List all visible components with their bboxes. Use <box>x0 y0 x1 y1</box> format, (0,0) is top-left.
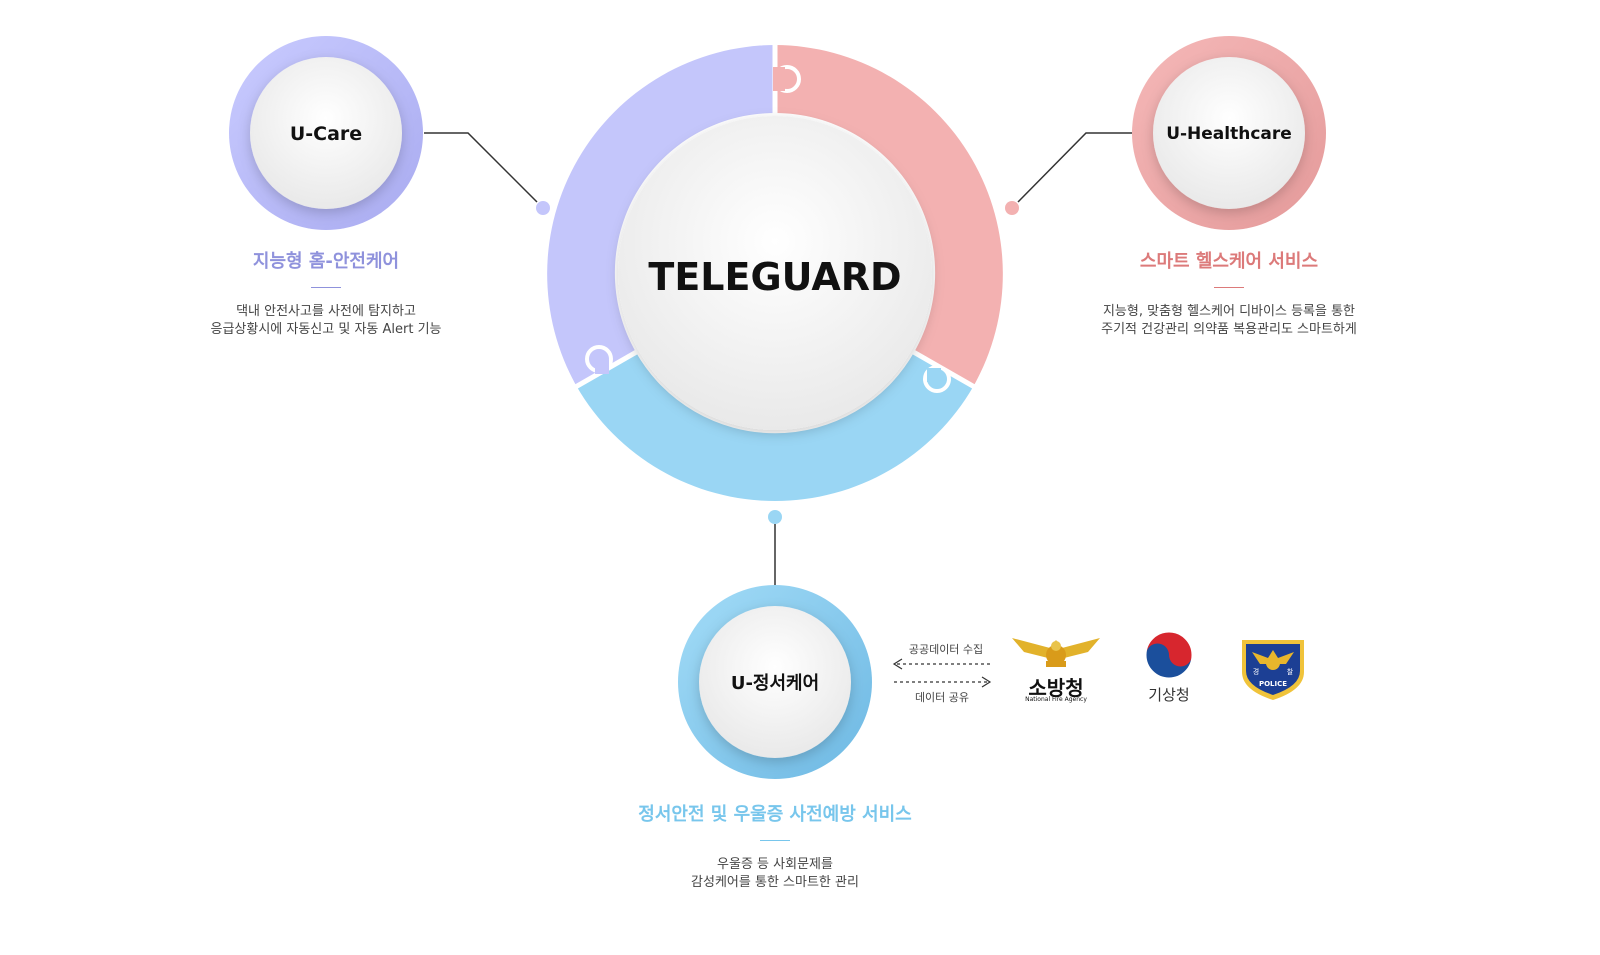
police-char-right: 찰 <box>1287 667 1294 676</box>
uhealth-desc-line-1: 지능형, 맞춤형 헬스케어 디바이스 등록을 통한 <box>1102 304 1356 319</box>
uhealth-desc: 지능형, 맞춤형 헬스케어 디바이스 등록을 통한 주기적 건강관리 의약품 복… <box>1019 303 1439 339</box>
uemotion-desc-line-1: 우울증 등 사회문제를 <box>717 857 833 872</box>
uemotion-desc: 우울증 등 사회문제를 감성케어를 통한 스마트한 관리 <box>565 856 985 892</box>
puzzle-ring <box>547 40 1003 501</box>
uhealth-desc-line-2: 주기적 건강관리 의약품 복용관리도 스마트하게 <box>1101 322 1357 337</box>
police-char-left: 경 <box>1253 667 1259 676</box>
uemotion-divider <box>760 840 790 841</box>
node-uemotion: U-정서케어 <box>678 585 872 779</box>
fire-agency-emblem-icon <box>1012 638 1100 667</box>
node-ucare: U-Care <box>229 36 423 230</box>
ucare-desc-line-1: 댁내 안전사고를 사전에 탐지하고 <box>236 304 416 319</box>
uhealth-divider <box>1214 287 1244 288</box>
fire-agency-name: 소방청 <box>1028 676 1084 700</box>
uemotion-desc-line-2: 감성케어를 통한 스마트한 관리 <box>691 875 859 890</box>
ring-segment-purple <box>547 45 775 387</box>
connectors <box>424 132 1132 585</box>
connector-dot-uemotion <box>768 510 782 524</box>
ucare-desc-line-2: 응급상황시에 자동신고 및 자동 Alert 기능 <box>210 322 442 337</box>
police-emblem-icon: 경 찰 POLICE <box>1242 640 1304 700</box>
center-circle <box>618 116 932 430</box>
uhealth-title: 스마트 헬스케어 서비스 <box>1139 251 1319 272</box>
ring-segment-pink <box>775 45 1003 387</box>
center-title: TELEGUARD <box>648 255 901 299</box>
node-uhealth-label: U-Healthcare <box>1166 124 1292 144</box>
ring-segment-blue <box>576 352 974 501</box>
connector-uhealth <box>1017 132 1132 203</box>
weather-agency-name: 기상청 <box>1148 686 1190 704</box>
fire-agency-subname: National Fire Agency <box>1025 696 1087 703</box>
data-flow-arrows <box>892 658 992 688</box>
node-uemotion-label: U-정서케어 <box>731 673 819 694</box>
node-uhealth: U-Healthcare <box>1132 36 1326 230</box>
node-ucare-label: U-Care <box>290 123 362 145</box>
ucare-divider <box>311 287 341 288</box>
data-collect-label: 공공데이터 수집 <box>908 643 984 656</box>
data-share-label: 데이터 공유 <box>914 691 970 704</box>
ucare-title: 지능형 홈-안전케어 <box>252 251 400 272</box>
police-badge-text: POLICE <box>1259 680 1287 688</box>
uemotion-title: 정서안전 및 우울증 사전예방 서비스 <box>638 804 912 825</box>
connector-dot-ucare <box>536 201 550 215</box>
weather-agency-emblem-icon <box>1145 631 1193 679</box>
ucare-desc: 댁내 안전사고를 사전에 탐지하고 응급상황시에 자동신고 및 자동 Alert… <box>116 303 536 339</box>
connector-ucare <box>424 132 538 203</box>
connector-dot-uhealth <box>1005 201 1019 215</box>
